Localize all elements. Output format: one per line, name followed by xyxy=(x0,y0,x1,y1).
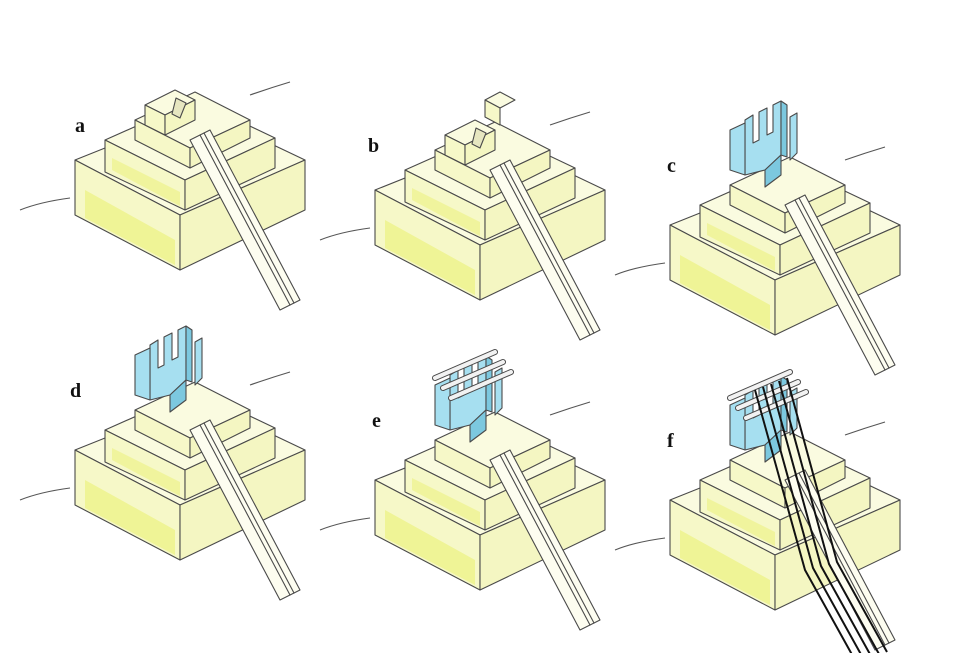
panel-label-e: e xyxy=(372,410,381,432)
panel-c: c xyxy=(614,100,901,376)
panel-label-b: b xyxy=(368,135,379,157)
panel-label-d: d xyxy=(70,380,81,402)
panel-label-f: f xyxy=(667,430,674,452)
panel-label-c: c xyxy=(667,155,676,177)
panel-f: f xyxy=(614,372,901,653)
panel-e: e xyxy=(319,352,606,631)
panel-a: a xyxy=(19,81,306,311)
panel-label-a: a xyxy=(75,115,85,137)
panel-b: b xyxy=(319,91,606,341)
panel-d: d xyxy=(19,325,306,601)
